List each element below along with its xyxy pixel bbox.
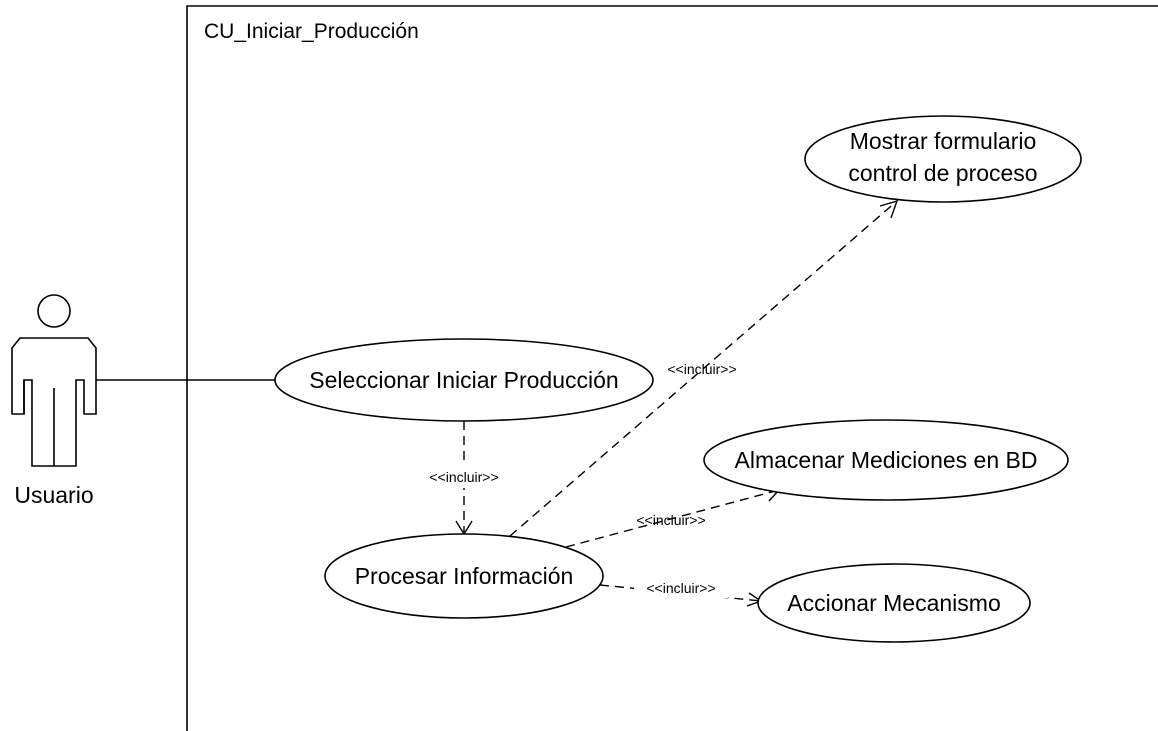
use-case-procesar: Procesar Información bbox=[324, 533, 604, 619]
use-case-ellipse bbox=[703, 419, 1069, 501]
use-case-ellipse bbox=[757, 563, 1031, 643]
use-case-label: Almacenar Mediciones en BD bbox=[735, 447, 1038, 473]
use-case-ellipse bbox=[324, 533, 604, 619]
system-title: CU_Iniciar_Producción bbox=[204, 20, 419, 43]
include-label-bg-1 bbox=[418, 466, 512, 488]
include-procesar-mostrar bbox=[509, 200, 898, 537]
actor-usuario: Usuario bbox=[11, 294, 97, 508]
include-label-3: <<incluir>> bbox=[636, 512, 705, 528]
use-case-almacenar: Almacenar Mediciones en BD bbox=[703, 419, 1069, 501]
use-case-label: Accionar Mecanismo bbox=[787, 590, 1000, 616]
use-case-label: Procesar Información bbox=[355, 563, 574, 589]
use-case-label-line2: control de proceso bbox=[848, 160, 1037, 186]
use-case-mostrar: Mostrar formulario control de proceso bbox=[804, 115, 1082, 203]
include-procesar-almacenar bbox=[565, 489, 780, 548]
use-case-label-line1: Mostrar formulario bbox=[850, 128, 1037, 154]
use-case-label: Seleccionar Iniciar Producción bbox=[309, 367, 618, 393]
use-case-ellipse bbox=[804, 115, 1082, 203]
actor-name: Usuario bbox=[14, 482, 93, 508]
arrowhead-mostrar bbox=[879, 199, 899, 219]
actor-head bbox=[37, 294, 71, 328]
use-case-accionar: Accionar Mecanismo bbox=[757, 563, 1031, 643]
system-boundary bbox=[186, 5, 1158, 731]
use-case-ellipse bbox=[274, 338, 654, 422]
include-label-2: <<incluir>> bbox=[667, 361, 736, 377]
include-label-bg-4 bbox=[634, 578, 728, 598]
include-label-1: <<incluir>> bbox=[429, 469, 498, 485]
include-label-4: <<incluir>> bbox=[646, 580, 715, 596]
use-case-seleccionar: Seleccionar Iniciar Producción bbox=[274, 338, 654, 422]
